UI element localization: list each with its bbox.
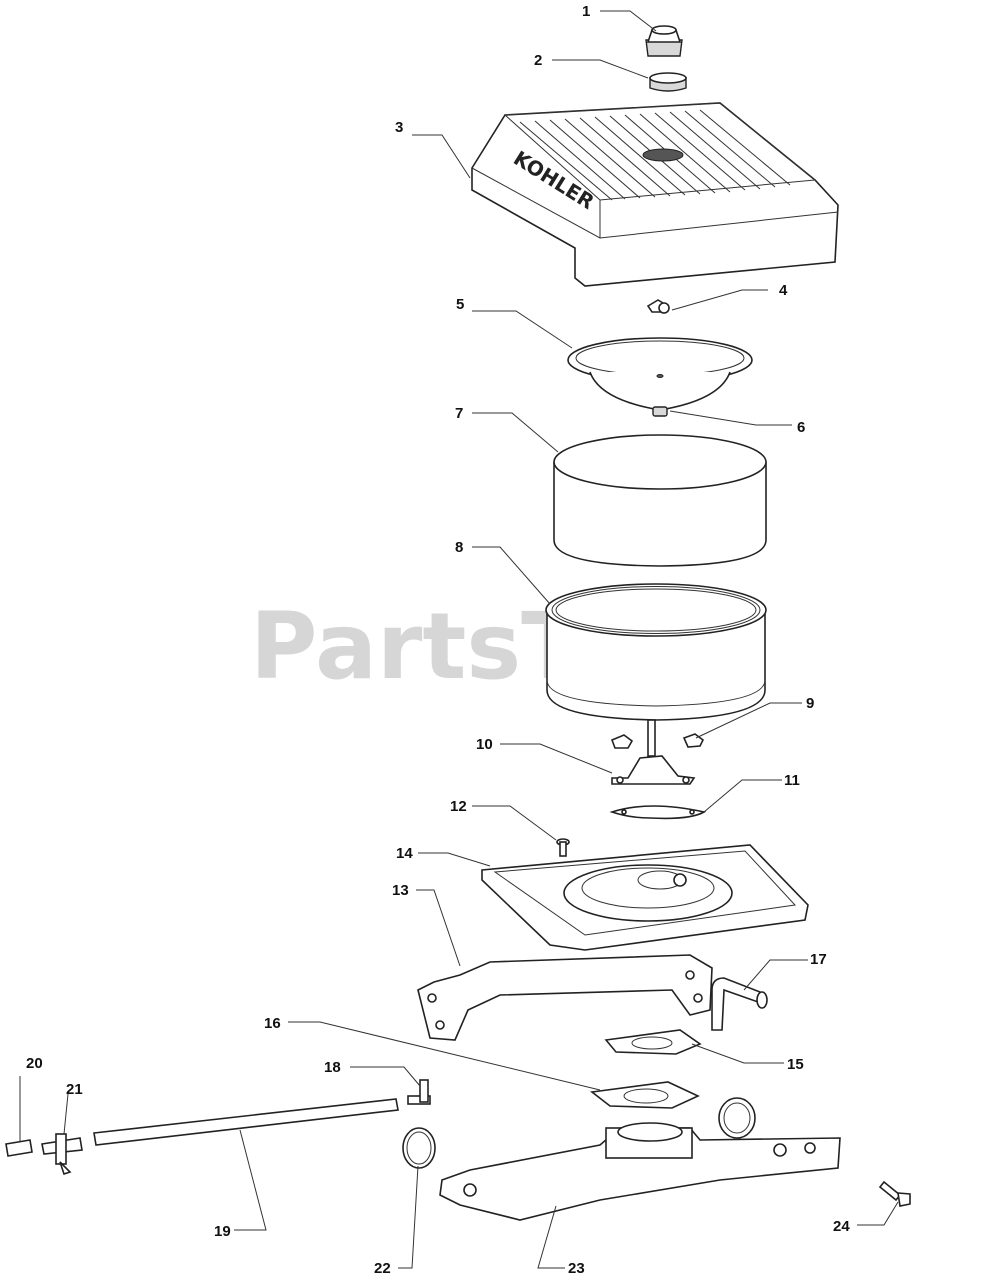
callout-8: 8	[455, 539, 463, 556]
callout-18: 18	[324, 1059, 341, 1076]
part-7-pre-cleaner[interactable]	[553, 434, 767, 567]
leader-lines	[19, 10, 899, 1269]
part-6-seal[interactable]	[652, 406, 668, 417]
part-1-knob[interactable]	[645, 25, 683, 57]
part-3-cover[interactable]: KOHLER	[471, 102, 839, 287]
callout-12: 12	[450, 798, 467, 815]
part-10-bracket[interactable]	[611, 719, 696, 785]
callout-16: 16	[264, 1015, 281, 1032]
part-18-fitting[interactable]	[407, 1079, 431, 1105]
part-15-gasket[interactable]	[604, 1029, 702, 1055]
callout-17: 17	[810, 951, 827, 968]
callout-5: 5	[456, 296, 464, 313]
part-23-manifold[interactable]	[439, 1097, 841, 1221]
callout-10: 10	[476, 736, 493, 753]
callout-9: 9	[806, 695, 814, 712]
callout-labels: 1 2 3 4 5 6 7 8 9 10 11 12 13 14 15 16 1…	[26, 3, 850, 1277]
part-24-bolt[interactable]	[878, 1180, 911, 1207]
callout-22: 22	[374, 1260, 391, 1277]
callout-20: 20	[26, 1055, 43, 1072]
callout-23: 23	[568, 1260, 585, 1277]
part-20-plug[interactable]	[5, 1139, 33, 1157]
part-16-gasket[interactable]	[589, 1081, 700, 1109]
callout-6: 6	[797, 419, 805, 436]
callout-21: 21	[66, 1081, 83, 1098]
part-4-wing-nut[interactable]	[646, 299, 670, 314]
part-22-o-ring[interactable]	[402, 1127, 436, 1169]
callout-3: 3	[395, 119, 403, 136]
callout-4: 4	[779, 282, 788, 299]
callout-13: 13	[392, 882, 409, 899]
callout-1: 1	[582, 3, 590, 20]
part-2-spacer[interactable]	[649, 72, 687, 92]
callout-24: 24	[833, 1218, 850, 1235]
callout-19: 19	[214, 1223, 231, 1240]
part-14-base-tray[interactable]	[481, 844, 809, 951]
part-5-lid[interactable]	[567, 337, 753, 411]
callout-15: 15	[787, 1056, 804, 1073]
part-9-nuts[interactable]	[610, 733, 705, 749]
callout-14: 14	[396, 845, 413, 862]
part-17-elbow[interactable]	[711, 977, 768, 1031]
part-19-tube[interactable]	[93, 1098, 399, 1146]
part-11-gasket[interactable]	[609, 805, 707, 820]
part-8-filter-element[interactable]	[545, 583, 767, 721]
part-12-screw[interactable]	[556, 838, 570, 857]
callout-2: 2	[534, 52, 542, 69]
callout-11: 11	[784, 772, 800, 789]
callout-7: 7	[455, 405, 463, 422]
part-13-mount-bracket[interactable]	[417, 954, 713, 1041]
part-21-valve[interactable]	[41, 1133, 83, 1176]
